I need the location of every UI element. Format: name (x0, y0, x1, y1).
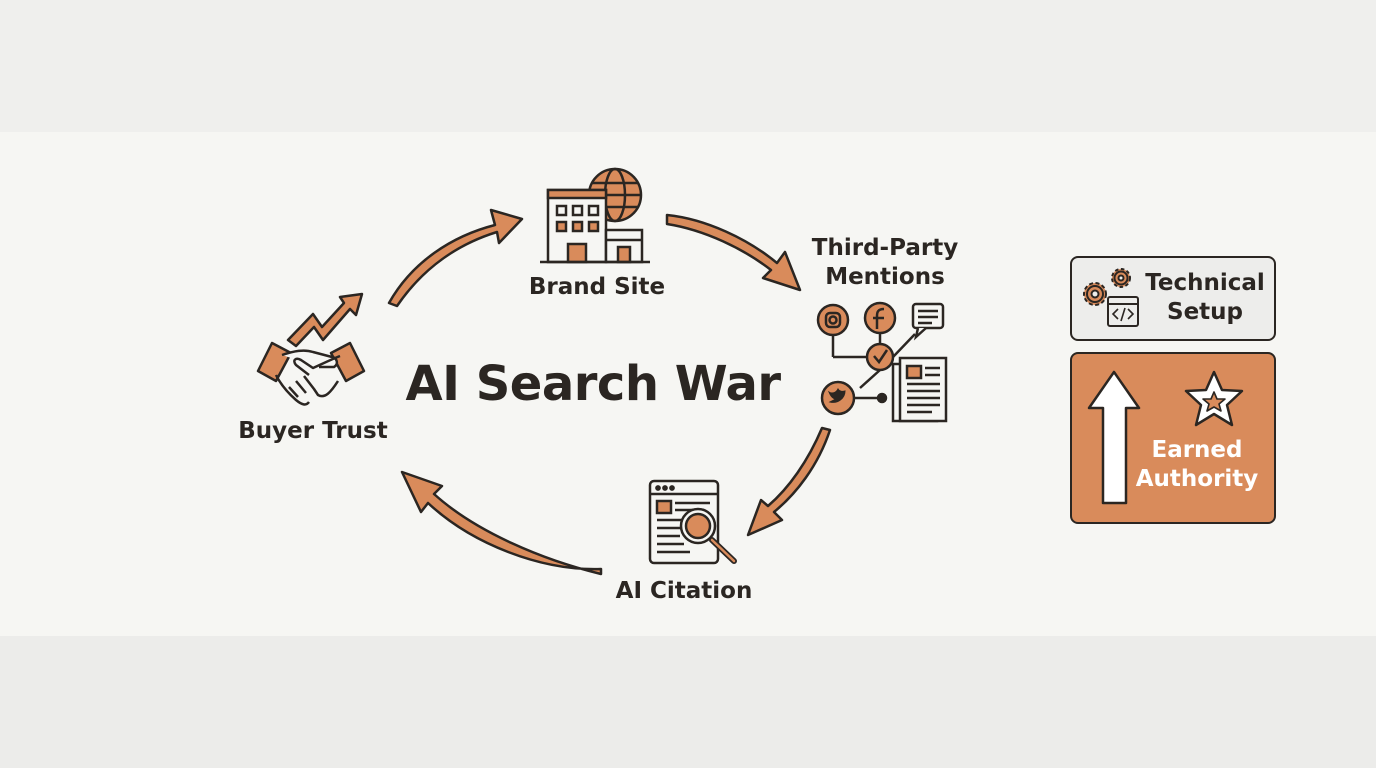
brand-site-label: Brand Site (528, 274, 666, 300)
up-arrow-icon (1087, 370, 1141, 505)
bottom-band (0, 636, 1376, 768)
earned-authority-label: Earned Authority (1135, 437, 1259, 492)
arrow-brand-to-mentions (665, 213, 802, 292)
technical-setup-label: Technical Setup (1145, 270, 1265, 325)
arrow-mentions-to-citation (746, 426, 832, 537)
diagram-title: AI Search War (405, 356, 781, 412)
third-party-mentions-label: Third-Party Mentions (811, 235, 959, 290)
ai-citation-label: AI Citation (615, 578, 753, 604)
arrow-citation-to-buyer (400, 470, 603, 576)
buyer-trust-label: Buyer Trust (238, 418, 388, 444)
top-band (0, 0, 1376, 132)
arrow-buyer-to-brand (387, 208, 524, 308)
